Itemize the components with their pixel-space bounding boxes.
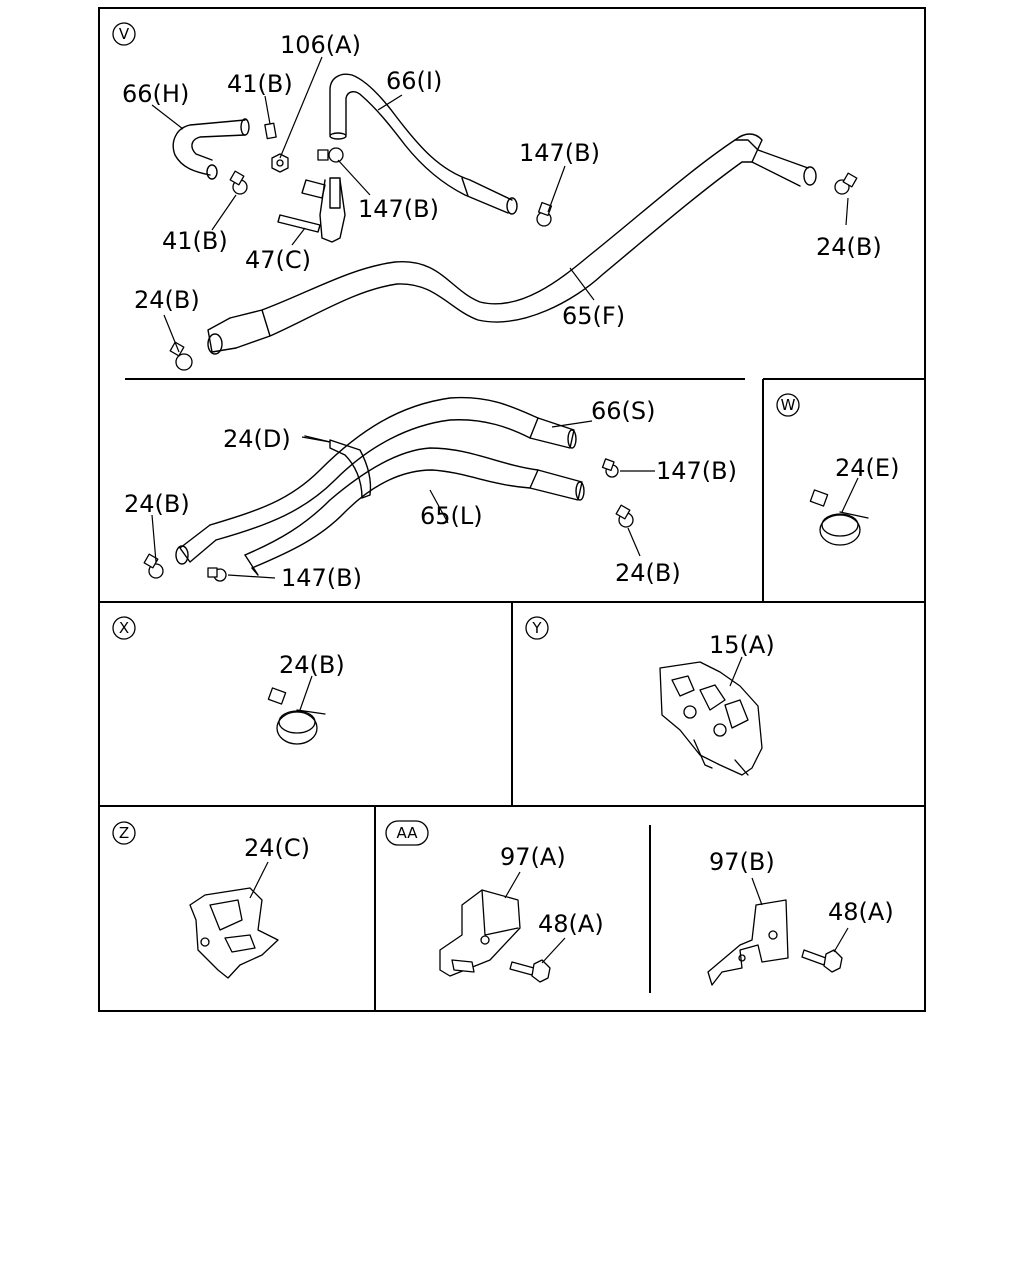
- bolt-48a-right-drawing: [801, 949, 843, 973]
- callout-147b-mid: 147(B): [358, 195, 439, 223]
- section-w: 24(E): [809, 454, 899, 546]
- diagram-frame: [98, 7, 926, 1012]
- bolt-48a-left-drawing: [509, 959, 551, 983]
- callout-97a: 97(A): [500, 843, 566, 871]
- callout-66h: 66(H): [122, 80, 189, 108]
- callout-65l: 65(L): [420, 502, 483, 530]
- callout-66s: 66(S): [591, 397, 656, 425]
- callout-147b-lower: 147(B): [281, 564, 362, 592]
- svg-text:V: V: [119, 25, 130, 43]
- callout-24b-lower-right: 24(B): [615, 559, 681, 587]
- section-v: 106(A) 66(H) 41(B) 66(I) 147(B) 147(B) 4…: [122, 31, 882, 371]
- svg-text:AA: AA: [397, 824, 419, 842]
- callout-41b-left: 41(B): [162, 227, 228, 255]
- callout-106a: 106(A): [280, 31, 361, 59]
- leaders-v: [151, 56, 849, 353]
- nut-106a-drawing: [271, 153, 289, 173]
- clamp-24e-drawing: [809, 489, 869, 546]
- hose-66i-drawing: [329, 73, 518, 215]
- clamp-24b-lower-left-drawing: [143, 553, 164, 579]
- callout-24b-lower-left: 24(B): [124, 490, 190, 518]
- clamp-147b-lower-right-drawing: [601, 458, 619, 478]
- callout-48a-right: 48(A): [828, 898, 894, 926]
- callout-147b-lower-right: 147(B): [656, 457, 737, 485]
- clamp-24b-lower-right-drawing: [615, 504, 634, 528]
- callout-48a-left: 48(A): [538, 910, 604, 938]
- hose-left-end-drawing: [175, 524, 259, 576]
- clamp-147b-mid-drawing: [317, 147, 344, 163]
- section-marker-y: Y: [525, 616, 549, 640]
- svg-text:Y: Y: [531, 619, 542, 637]
- section-aa: 97(A) 48(A) 97(B) 48(A): [439, 843, 894, 986]
- section-marker-w: W: [776, 393, 800, 417]
- section-marker-v: V: [112, 22, 136, 46]
- section-marker-aa: AA: [385, 820, 429, 846]
- callout-24d: 24(D): [223, 425, 291, 453]
- svg-text:Z: Z: [119, 824, 129, 842]
- callout-66i: 66(I): [386, 67, 442, 95]
- hose-66h-drawing: [172, 118, 250, 180]
- clamp-147b-lower-drawing: [207, 567, 227, 582]
- callout-24c: 24(C): [244, 834, 310, 862]
- section-z: 24(C): [189, 834, 310, 979]
- hose-65l-drawing: [244, 447, 585, 569]
- callout-47c: 47(C): [245, 246, 311, 274]
- clamp-147b-right-drawing: [536, 201, 553, 227]
- clamp-24b-right-drawing: [834, 172, 858, 195]
- section-marker-z: Z: [112, 821, 136, 845]
- leaders-v-lower: [151, 420, 655, 579]
- hose-65f-drawing: [207, 133, 817, 355]
- callout-24b-right: 24(B): [816, 233, 882, 261]
- svg-text:W: W: [781, 396, 796, 414]
- bracket-97a-drawing: [439, 889, 521, 977]
- clip-24c-drawing: [189, 887, 279, 979]
- callout-147b-right: 147(B): [519, 139, 600, 167]
- callout-24b-left: 24(B): [134, 286, 200, 314]
- bracket-97b-drawing: [707, 899, 789, 986]
- clamp-41b-left-drawing: [229, 170, 248, 195]
- section-v-lower: 24(D) 66(S) 147(B) 24(B) 65(L) 147(B) 24…: [124, 396, 737, 592]
- callout-15a: 15(A): [709, 631, 775, 659]
- section-y: 15(A): [659, 631, 775, 776]
- callout-24b-x: 24(B): [279, 651, 345, 679]
- clip-15a-drawing: [659, 661, 763, 776]
- tie-24d-drawing: [304, 435, 372, 499]
- clamp-41b-top-drawing: [264, 122, 277, 140]
- callout-97b: 97(B): [709, 848, 775, 876]
- callout-41b-top: 41(B): [227, 70, 293, 98]
- section-marker-x: X: [112, 616, 136, 640]
- fitting-47c-drawing: [277, 177, 346, 243]
- section-x: 24(B): [267, 651, 345, 745]
- hose-66s-drawing: [209, 396, 577, 541]
- callout-24e: 24(E): [835, 454, 899, 482]
- clamp-24b-left-drawing: [169, 341, 193, 371]
- svg-text:X: X: [119, 619, 129, 637]
- clamp-24b-x-drawing: [267, 687, 326, 745]
- callout-65f: 65(F): [562, 302, 625, 330]
